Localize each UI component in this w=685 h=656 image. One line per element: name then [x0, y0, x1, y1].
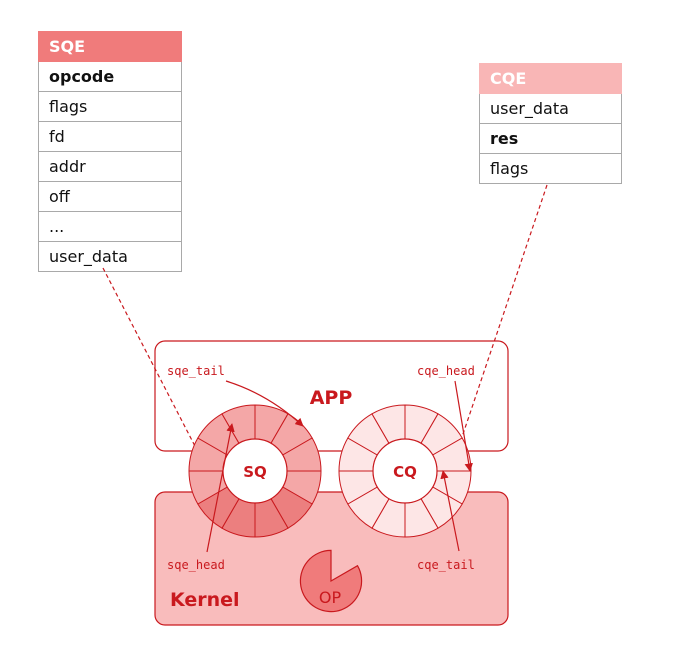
op-shape — [299, 549, 363, 613]
sq-label: SQ — [243, 463, 267, 481]
sqe-field-row: addr — [38, 151, 182, 182]
sqe-tail-label: sqe_tail — [167, 364, 225, 378]
cqe-field-row: res — [479, 123, 622, 154]
cq-center — [372, 438, 438, 504]
sqe-field-row: flags — [38, 91, 182, 122]
sqe-head-label: sqe_head — [167, 558, 225, 572]
op-label: OP — [319, 588, 342, 607]
cqe-connector — [461, 184, 548, 438]
cqe-tail-label: cqe_tail — [417, 558, 475, 572]
cqe-field: flags — [479, 153, 622, 184]
kernel-label: Kernel — [170, 589, 240, 611]
cqe-field-row: flags — [479, 153, 622, 184]
sqe-field: off — [38, 181, 182, 212]
cqe-field: user_data — [479, 93, 622, 124]
sqe-field-row: opcode — [38, 61, 182, 92]
app-label: APP — [310, 387, 353, 409]
sqe-field: flags — [38, 91, 182, 122]
sqe-field: user_data — [38, 241, 182, 272]
sqe-field: opcode — [38, 61, 182, 92]
sqe-field-row: off — [38, 181, 182, 212]
cqe-title: CQE — [479, 63, 622, 94]
sqe-field-row: ... — [38, 211, 182, 242]
cq-label: CQ — [393, 463, 417, 481]
cqe-header: CQE — [479, 63, 622, 94]
sqe-header: SQE — [38, 31, 182, 62]
cqe-field: res — [479, 123, 622, 154]
sqe-tail-arrow — [225, 380, 304, 427]
sqe-field: ... — [38, 211, 182, 242]
cqe-field-row: user_data — [479, 93, 622, 124]
sqe-field-row: user_data — [38, 241, 182, 272]
sqe-head-arrow — [206, 423, 235, 553]
cqe-head-arrow — [454, 380, 473, 472]
sqe-title: SQE — [38, 31, 182, 62]
sqe-field: addr — [38, 151, 182, 182]
cqe-tail-arrow — [440, 470, 460, 552]
cq-ring — [338, 404, 472, 538]
cqe-head-label: cqe_head — [417, 364, 475, 378]
